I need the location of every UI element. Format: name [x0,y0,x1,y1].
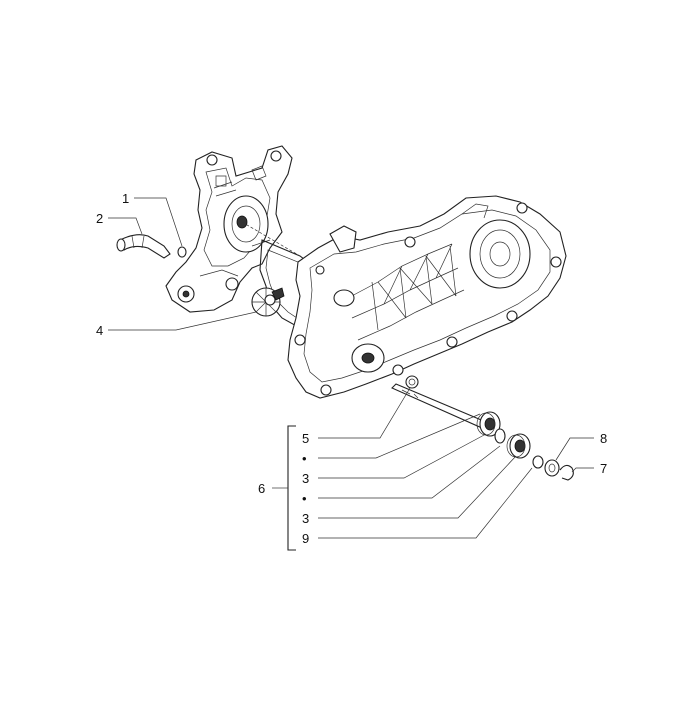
right-crankcase [287,195,567,399]
bearing-1 [476,411,501,437]
drive-shaft [391,383,487,429]
bearing-2 [506,433,531,459]
snap-ring-small [405,375,419,389]
callout-dot-b: • [302,491,307,506]
callout-4: 4 [96,323,103,338]
callout-6: 6 [258,481,265,496]
callout-5: 5 [302,431,309,446]
callout-1: 1 [122,191,129,206]
callout-3-first: 3 [302,471,309,486]
leader-lines [108,197,594,551]
water-pipe [116,234,171,259]
callout-dot-a: • [302,451,307,466]
washer-8 [544,459,560,477]
left-crankcase-cover [165,145,293,313]
circlip-7 [559,464,574,481]
callout-7: 7 [600,461,607,476]
seal-ring [494,428,506,444]
callout-8: 8 [600,431,607,446]
callout-2: 2 [96,211,103,226]
o-ring-1 [177,246,187,258]
callout-3-second: 3 [302,511,309,526]
callout-9: 9 [302,531,309,546]
spacer-ring [532,455,544,469]
water-pump-impeller [251,287,285,317]
